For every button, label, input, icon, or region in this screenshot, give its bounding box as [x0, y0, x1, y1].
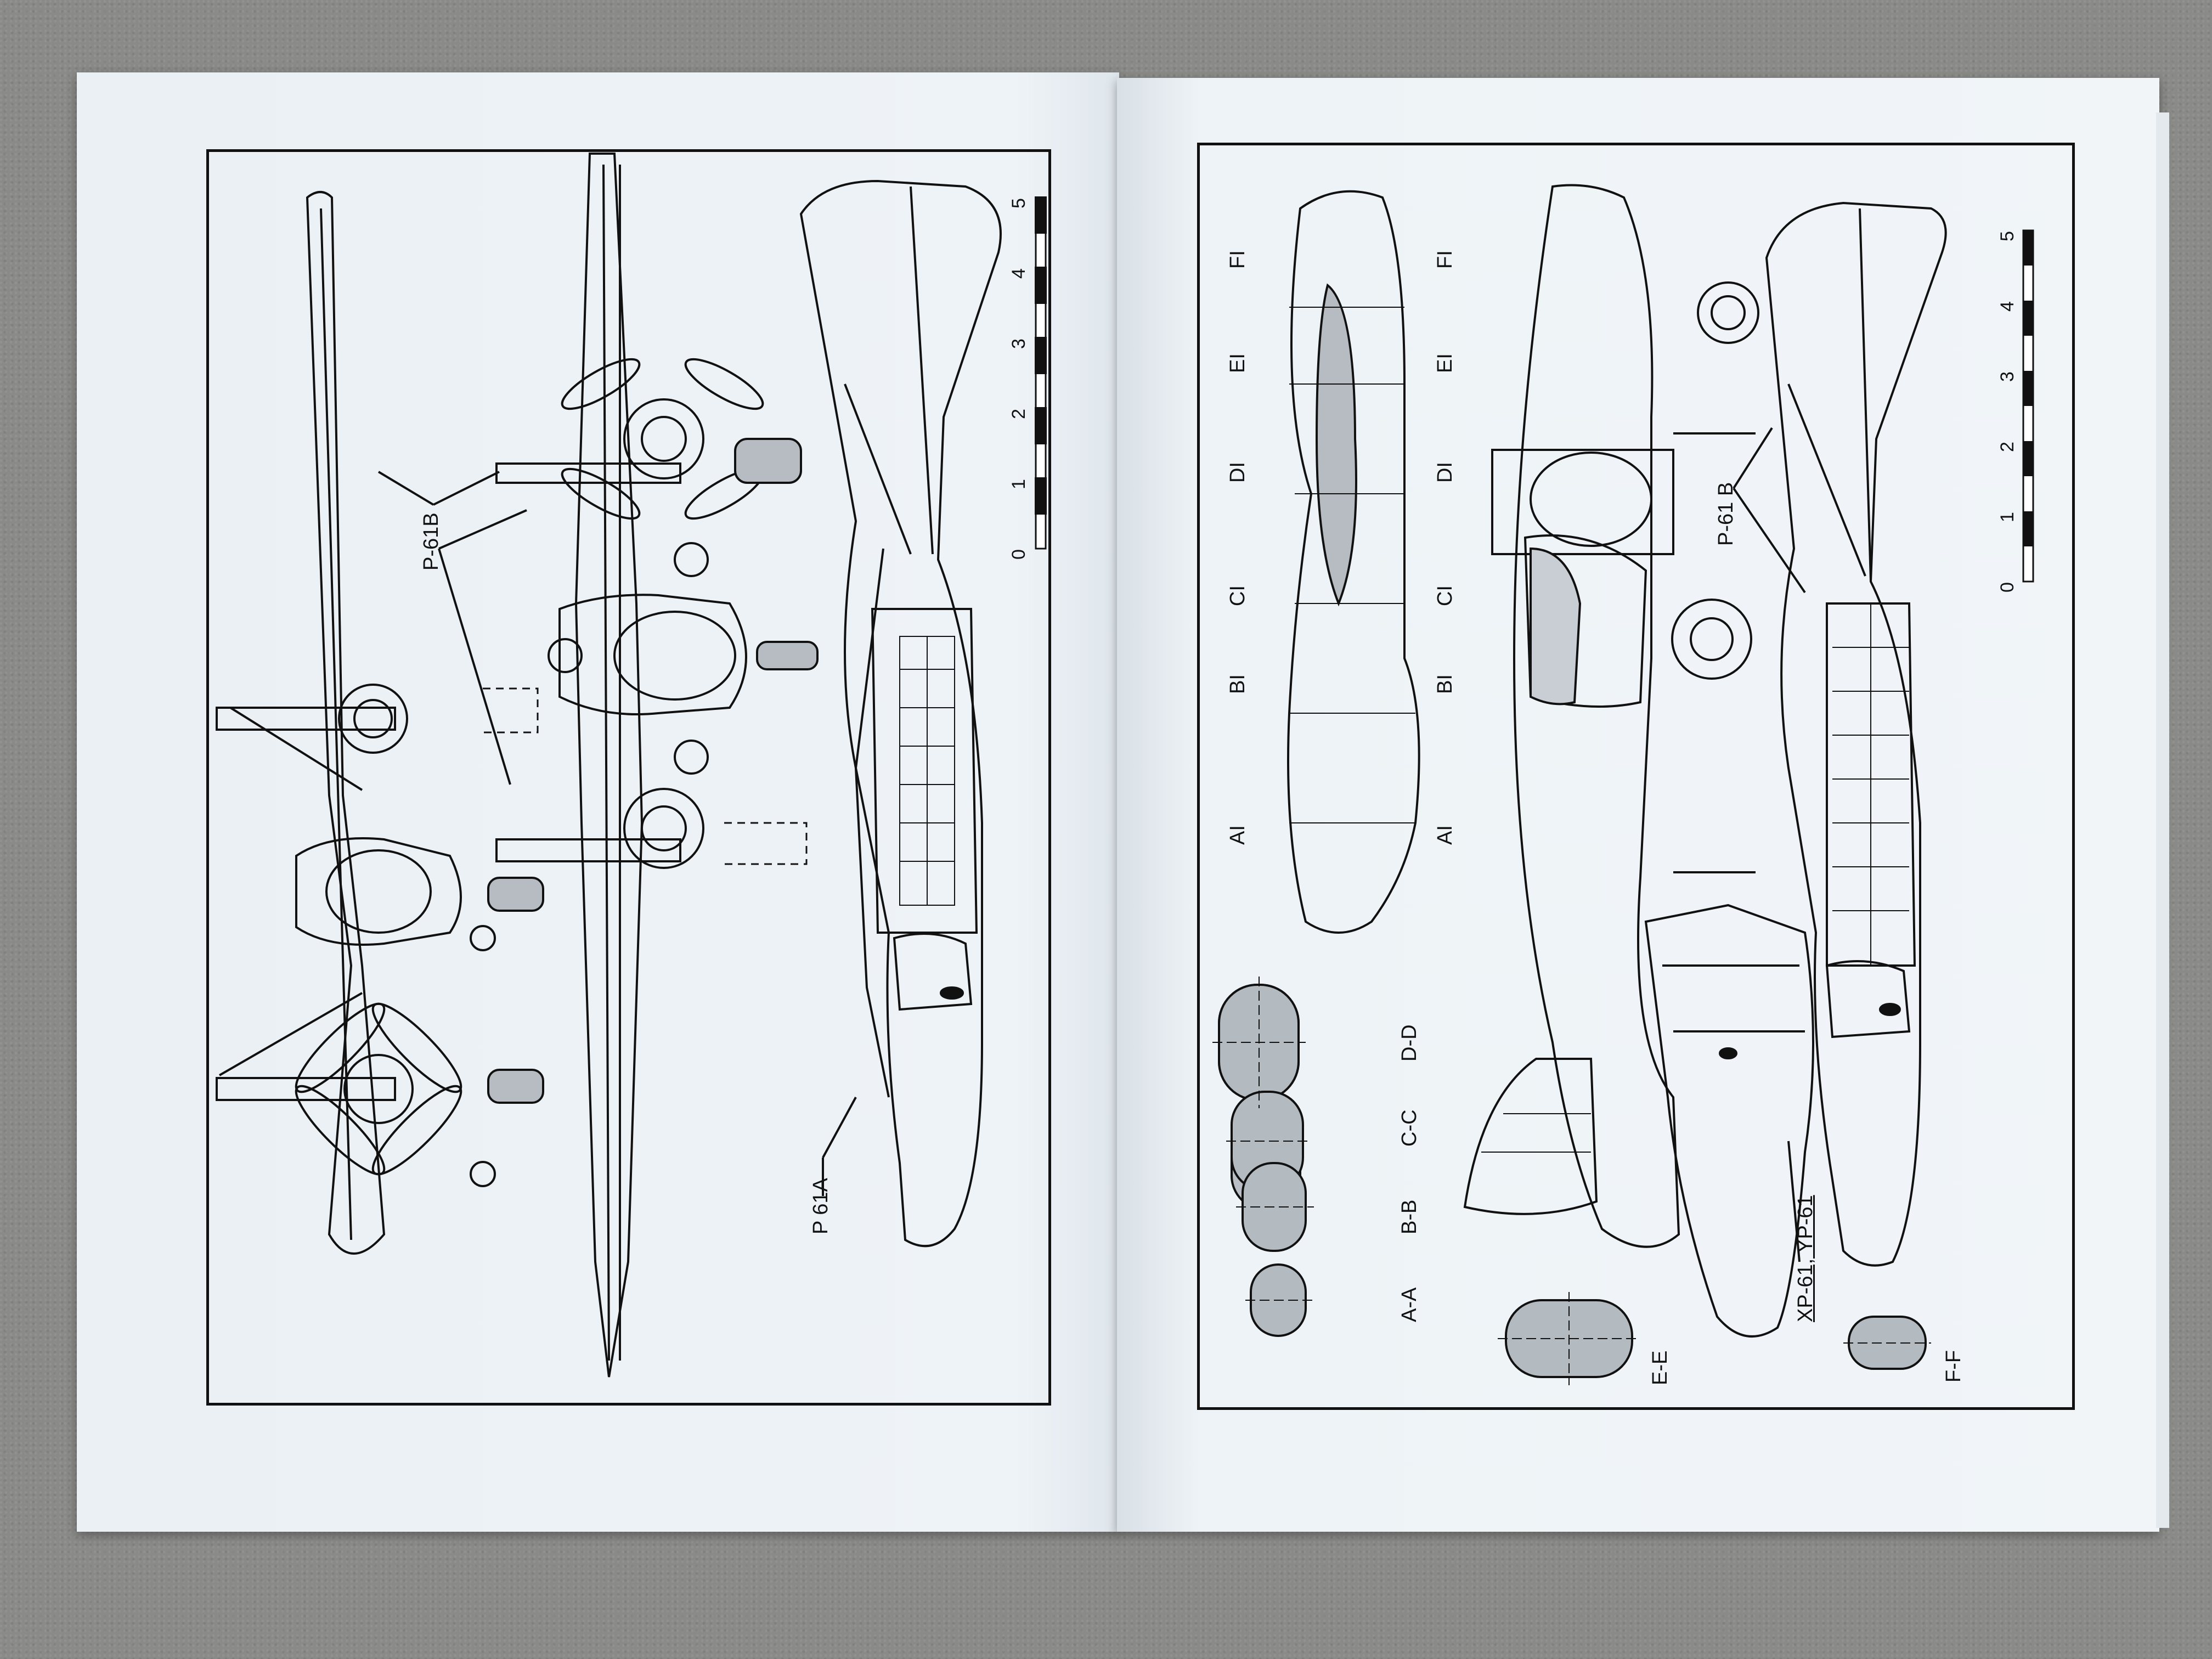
right-scale-tick-0: 0 [1997, 582, 2018, 592]
station-label-di: DI [1226, 462, 1249, 483]
left-scale-tick-1: 1 [1008, 479, 1029, 489]
left-scale-tick-2: 2 [1008, 409, 1029, 419]
page-edge [2156, 112, 2169, 1528]
side-view [799, 179, 1002, 1248]
section-label-f-f: F-F [1942, 1350, 1965, 1383]
right-side-view [1733, 201, 1947, 1267]
station-label-ai-mid: AI [1434, 825, 1457, 845]
right-scale-bar [2022, 229, 2034, 583]
station-label-fi: FI [1226, 250, 1249, 269]
left-scale-tick-3: 3 [1008, 338, 1029, 349]
label-p61b-right: P-61 B [1714, 482, 1737, 546]
section-label-b-b: B-B [1398, 1199, 1421, 1234]
right-drawing-frame [1197, 143, 2075, 1410]
label-p61a: P 61A [809, 1178, 832, 1234]
station-label-ei: EI [1226, 353, 1249, 373]
underside-view [438, 153, 819, 1378]
station-label-ci: CI [1226, 585, 1249, 606]
right-scale-tick-5: 5 [1997, 231, 2018, 241]
xp61-profile [1644, 904, 1814, 1338]
station-label-di-mid: DI [1434, 462, 1457, 483]
station-label-ai: AI [1226, 825, 1249, 845]
label-xp61-yp61: XP-61, YP-61 [1794, 1195, 1817, 1322]
station-label-bi: BI [1226, 674, 1249, 694]
station-label-ei-mid: EI [1434, 353, 1457, 373]
right-scale-tick-4: 4 [1997, 301, 2018, 312]
left-scale-tick-4: 4 [1008, 268, 1029, 279]
right-scale-tick-2: 2 [1997, 442, 2018, 452]
section-label-a-a: A-A [1398, 1287, 1421, 1322]
left-scale-tick-5: 5 [1008, 198, 1029, 208]
section-centerlines [1212, 977, 1931, 1385]
right-scale-tick-3: 3 [1997, 371, 2018, 382]
fuselage-profile [1287, 190, 1420, 934]
right-scale-tick-1: 1 [1997, 512, 2018, 522]
section-label-c-c: C-C [1398, 1109, 1421, 1147]
station-label-bi-mid: BI [1434, 674, 1457, 694]
section-label-d-d: D-D [1398, 1024, 1421, 1062]
left-scale-bar [1035, 196, 1047, 550]
section-label-e-e: E-E [1649, 1350, 1672, 1385]
label-p61b: P-61B [420, 512, 443, 571]
section-shapes [1218, 984, 1927, 1378]
planform-view [216, 191, 544, 1255]
station-label-ci-mid: CI [1434, 585, 1457, 606]
center-fuselage-view [1463, 184, 1759, 1248]
station-label-fi-mid: FI [1434, 250, 1457, 269]
left-scale-tick-0: 0 [1008, 549, 1029, 560]
left-drawing-frame [206, 149, 1051, 1406]
